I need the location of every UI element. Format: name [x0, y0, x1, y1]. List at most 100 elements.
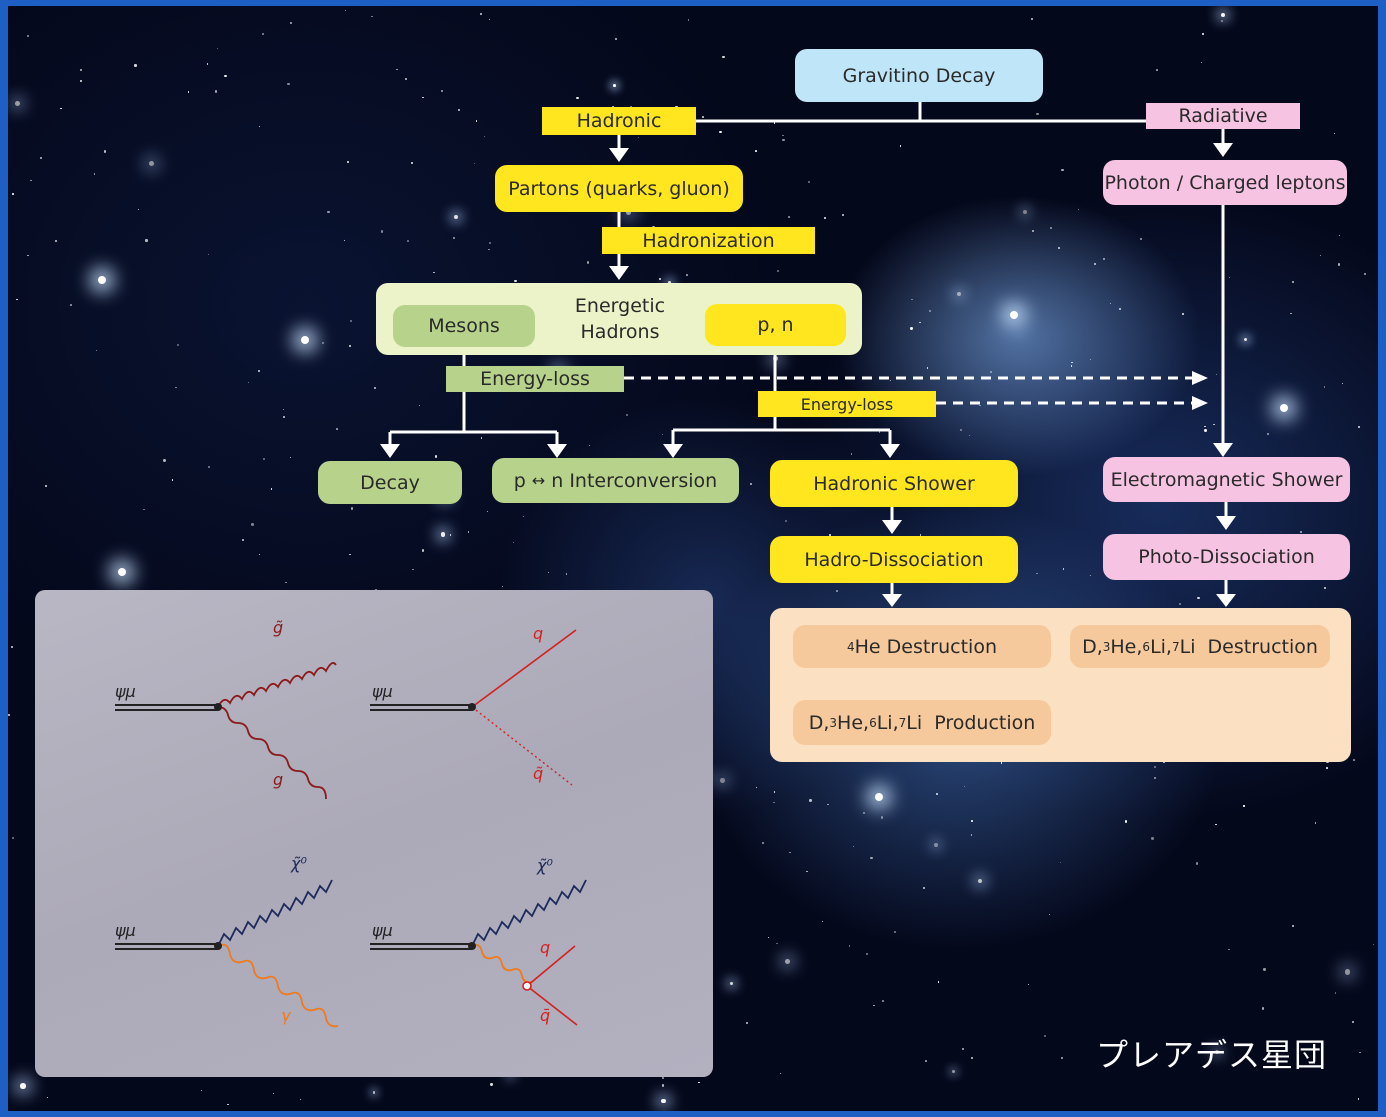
em-shower-box: Electromagnetic Shower — [1103, 457, 1350, 502]
energy-loss-box-2: Energy-loss — [758, 391, 936, 417]
star — [1049, 227, 1052, 230]
star — [836, 590, 839, 593]
star — [1062, 568, 1065, 570]
star — [880, 816, 884, 819]
psi-label-1: ψμ — [115, 682, 136, 701]
star — [453, 215, 458, 220]
star — [1324, 587, 1327, 590]
hadronic-shower-box: Hadronic Shower — [770, 460, 1018, 507]
star — [216, 47, 218, 50]
star — [587, 261, 590, 264]
star — [1291, 281, 1294, 283]
star — [873, 1005, 875, 1007]
star — [1337, 263, 1341, 266]
star — [1202, 33, 1204, 35]
star — [547, 571, 549, 574]
star — [750, 483, 752, 485]
star — [27, 35, 30, 38]
star — [257, 370, 260, 373]
star — [719, 778, 725, 783]
star — [488, 248, 490, 250]
feynman-diagrams — [115, 629, 587, 1028]
star — [54, 239, 58, 242]
star — [1023, 210, 1028, 215]
energy-loss-box-1: Energy-loss — [446, 366, 624, 392]
star — [1358, 426, 1360, 429]
photon-leptons-label: Photon / Charged leptons — [1104, 171, 1346, 194]
star — [789, 852, 791, 854]
star — [866, 953, 868, 955]
psi-label-2: ψμ — [372, 682, 393, 701]
star — [767, 936, 769, 938]
star — [1215, 374, 1217, 376]
star — [224, 74, 227, 78]
star — [662, 1084, 665, 1087]
star — [773, 790, 776, 793]
star — [746, 1021, 749, 1024]
star — [396, 68, 399, 71]
production-he: He, — [837, 711, 870, 734]
star — [1048, 913, 1051, 916]
star — [449, 534, 452, 536]
star — [349, 320, 352, 323]
energy-loss-label-2: Energy-loss — [800, 394, 894, 414]
star — [200, 1090, 203, 1092]
diagram-gluino-gluon — [115, 662, 337, 800]
neutralino-label-1: χ̃⁰ — [291, 854, 307, 873]
bright-star — [98, 276, 106, 284]
star — [348, 345, 351, 348]
star — [440, 90, 443, 93]
star — [937, 980, 940, 983]
star — [484, 136, 486, 138]
star — [208, 254, 210, 256]
star — [1139, 237, 1142, 240]
star — [934, 843, 939, 848]
bright-star — [1280, 404, 1288, 412]
star — [134, 64, 137, 67]
star — [1299, 530, 1302, 533]
star — [1334, 992, 1337, 994]
star — [148, 161, 154, 167]
star — [371, 16, 373, 18]
star — [806, 870, 808, 873]
star — [258, 125, 260, 128]
destruction-li7: Li Destruction — [1179, 635, 1318, 658]
star — [1325, 767, 1328, 769]
star — [882, 1000, 885, 1002]
star — [754, 150, 757, 152]
star — [410, 162, 413, 165]
star — [40, 156, 43, 160]
star — [626, 414, 629, 417]
star — [1359, 1051, 1361, 1054]
star — [1031, 17, 1034, 20]
star — [1151, 837, 1154, 840]
star — [290, 457, 292, 459]
interconversion-suffix: n Interconversion — [551, 469, 718, 492]
mesons-label: Mesons — [428, 315, 500, 337]
star — [637, 136, 640, 139]
star — [407, 240, 410, 243]
star — [1341, 382, 1344, 385]
star — [321, 342, 324, 345]
star — [961, 1047, 964, 1050]
star — [80, 69, 83, 72]
star — [93, 173, 96, 175]
star — [611, 105, 614, 108]
star — [95, 349, 97, 352]
star — [452, 236, 456, 239]
star — [773, 122, 776, 124]
star — [977, 878, 983, 884]
star — [490, 1083, 493, 1086]
star — [1214, 1050, 1220, 1055]
star — [614, 37, 617, 40]
star — [1201, 61, 1203, 63]
star — [1204, 429, 1207, 432]
star — [11, 193, 14, 196]
star — [1102, 257, 1106, 261]
hadronization-label: Hadronization — [642, 229, 775, 252]
destruction-he: He, — [1110, 635, 1143, 658]
star — [488, 18, 491, 21]
star — [344, 9, 347, 12]
star — [782, 138, 785, 141]
